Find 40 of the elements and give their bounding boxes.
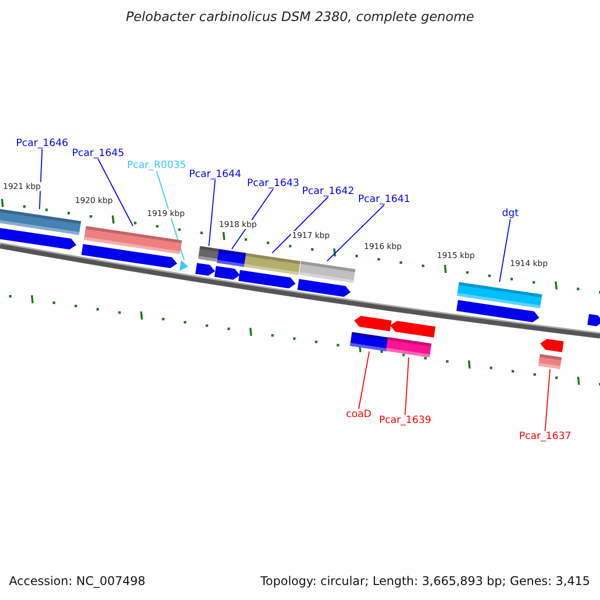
gene-label: Pcar_1637	[519, 431, 572, 442]
scale-label: 1921 kbp	[2, 182, 42, 191]
gene-label: Pcar_1639	[379, 415, 432, 426]
feature-bar	[350, 332, 389, 352]
gene-label: Pcar_1646	[16, 138, 68, 149]
feature-bar	[538, 354, 562, 370]
gene-label: Pcar_1641	[358, 194, 410, 205]
leader-line	[39, 148, 43, 210]
scale-label: 1918 kbp	[218, 220, 258, 229]
leader-line	[358, 350, 370, 410]
scale-label: 1914 kbp	[509, 259, 549, 268]
leader-line	[499, 218, 511, 282]
gene-label: Pcar_1642	[302, 186, 354, 197]
scale-label: 1916 kbp	[363, 242, 403, 251]
scale-label: 1919 kbp	[146, 209, 186, 218]
gene-label: dgt	[502, 208, 519, 219]
feature-bar	[216, 249, 247, 267]
scale-label: 1920 kbp	[74, 196, 114, 205]
scale-label: 1917 kbp	[291, 231, 331, 240]
scale-label: 1915 kbp	[436, 251, 476, 260]
leader-line	[404, 356, 410, 416]
feature-bar	[244, 253, 300, 275]
leader-line	[544, 368, 550, 432]
feature-bar	[456, 282, 542, 308]
gene-label: Pcar_1643	[247, 178, 300, 189]
gene-label: coaD	[346, 409, 372, 420]
gene-label: Pcar_R0035	[127, 160, 186, 171]
feature-bar	[386, 337, 432, 358]
footer-text: Topology: circular; Length: 3,665,893 bp; Genes: 3,415	[260, 574, 590, 588]
feature-bar	[298, 261, 356, 283]
feature-bar	[198, 246, 220, 262]
title: Pelobacter carbinolicus DSM 2380, complete genome	[124, 10, 476, 25]
footer-text: Accession: NC_007498	[9, 574, 146, 588]
gene-label: Pcar_1644	[189, 169, 242, 180]
leader-line	[208, 180, 216, 246]
leader-line	[98, 158, 134, 226]
feature-bar	[0, 209, 82, 235]
gene-label: Pcar_1645	[72, 148, 124, 159]
leader-line	[326, 204, 385, 262]
leader-line	[231, 188, 274, 250]
